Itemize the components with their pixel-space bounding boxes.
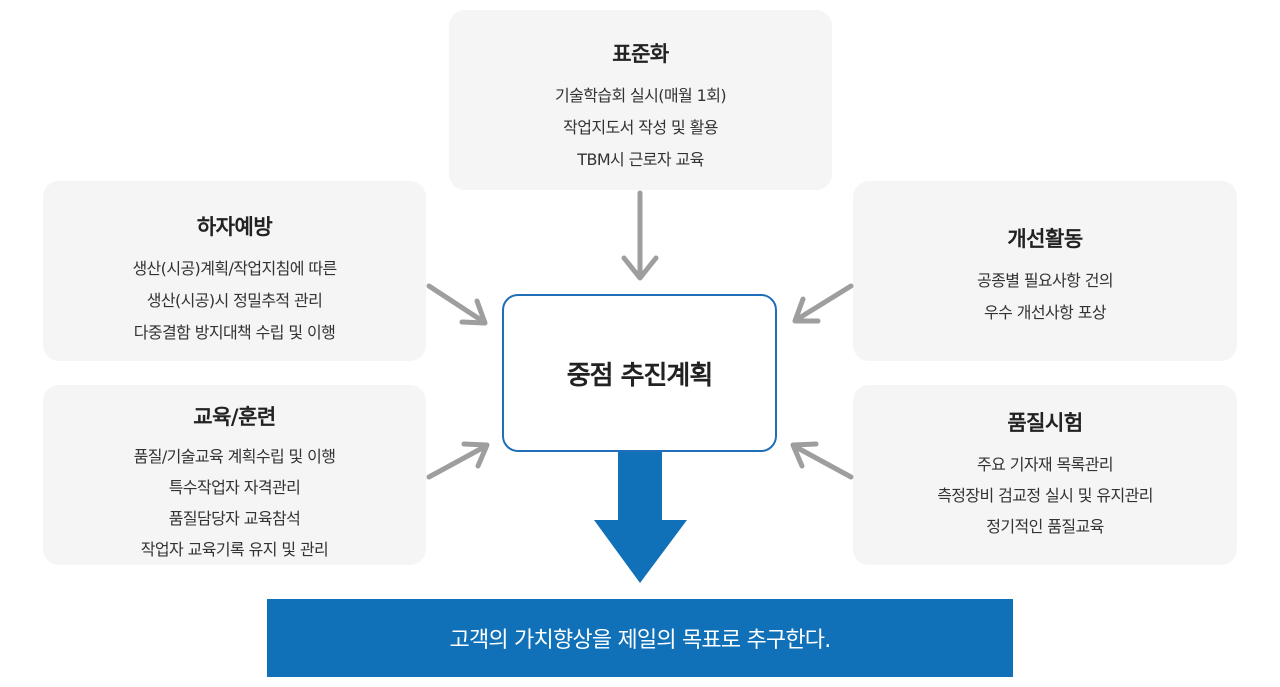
box-line: 생산(시공)계획/작업지침에 따른 <box>132 259 337 278</box>
box-title: 개선활동 <box>1007 227 1083 251</box>
box-line: 생산(시공)시 정밀추적 관리 <box>146 291 323 310</box>
arrow-up-left-icon <box>790 441 854 480</box>
box-line: 측정장비 검교정 실시 및 유지관리 <box>937 486 1153 505</box>
box-line: TBM시 근로자 교육 <box>577 150 704 169</box>
arrow-down-right-icon <box>426 283 488 326</box>
big-arrow-down-icon <box>594 452 687 583</box>
box-line: 주요 기자재 목록관리 <box>976 455 1114 474</box>
box-line: 품질/기술교육 계획수립 및 이행 <box>133 447 336 466</box>
goal-text: 고객의 가치향상을 제일의 목표로 추구한다. <box>449 628 832 653</box>
box-line: 우수 개선사항 포상 <box>984 303 1107 322</box>
box-improvement-activity: 개선활동 공종별 필요사항 건의 우수 개선사항 포상 <box>853 181 1237 361</box>
box-defect-prevention: 하자예방 생산(시공)계획/작업지침에 따른 생산(시공)시 정밀추적 관리 다… <box>43 181 426 361</box>
box-education-training: 교육/훈련 품질/기술교육 계획수립 및 이행 특수작업자 자격관리 품질담당자… <box>43 385 426 565</box>
box-line: 공종별 필요사항 건의 <box>976 271 1114 290</box>
box-line: 품질담당자 교육참석 <box>168 509 301 528</box>
box-line: 정기적인 품질교육 <box>986 517 1104 536</box>
box-title: 품질시험 <box>1007 411 1083 435</box>
arrow-up-right-icon <box>426 441 490 480</box>
goal-banner: 고객의 가치향상을 제일의 목표로 추구한다. <box>267 599 1013 677</box>
box-quality-testing: 품질시험 주요 기자재 목록관리 측정장비 검교정 실시 및 유지관리 정기적인… <box>853 385 1237 565</box>
box-line: 작업자 교육기록 유지 및 관리 <box>140 540 329 559</box>
box-standardization: 표준화 기술학습회 실시(매월 1회) 작업지도서 작성 및 활용 TBM시 근… <box>449 10 832 190</box>
center-label: 중점 추진계획 <box>566 360 714 391</box>
box-title: 표준화 <box>612 42 669 66</box>
center-focus-plan-box: 중점 추진계획 <box>502 294 777 452</box>
box-line: 특수작업자 자격관리 <box>168 478 301 497</box>
box-title: 하자예방 <box>196 215 273 239</box>
arrow-down-left-icon <box>792 283 854 324</box>
arrow-down-icon <box>621 190 659 281</box>
box-line: 작업지도서 작성 및 활용 <box>563 118 718 137</box>
box-title: 교육/훈련 <box>193 405 276 429</box>
box-line: 다중결함 방지대책 수립 및 이행 <box>133 323 336 342</box>
box-line: 기술학습회 실시(매월 1회) <box>554 86 727 105</box>
